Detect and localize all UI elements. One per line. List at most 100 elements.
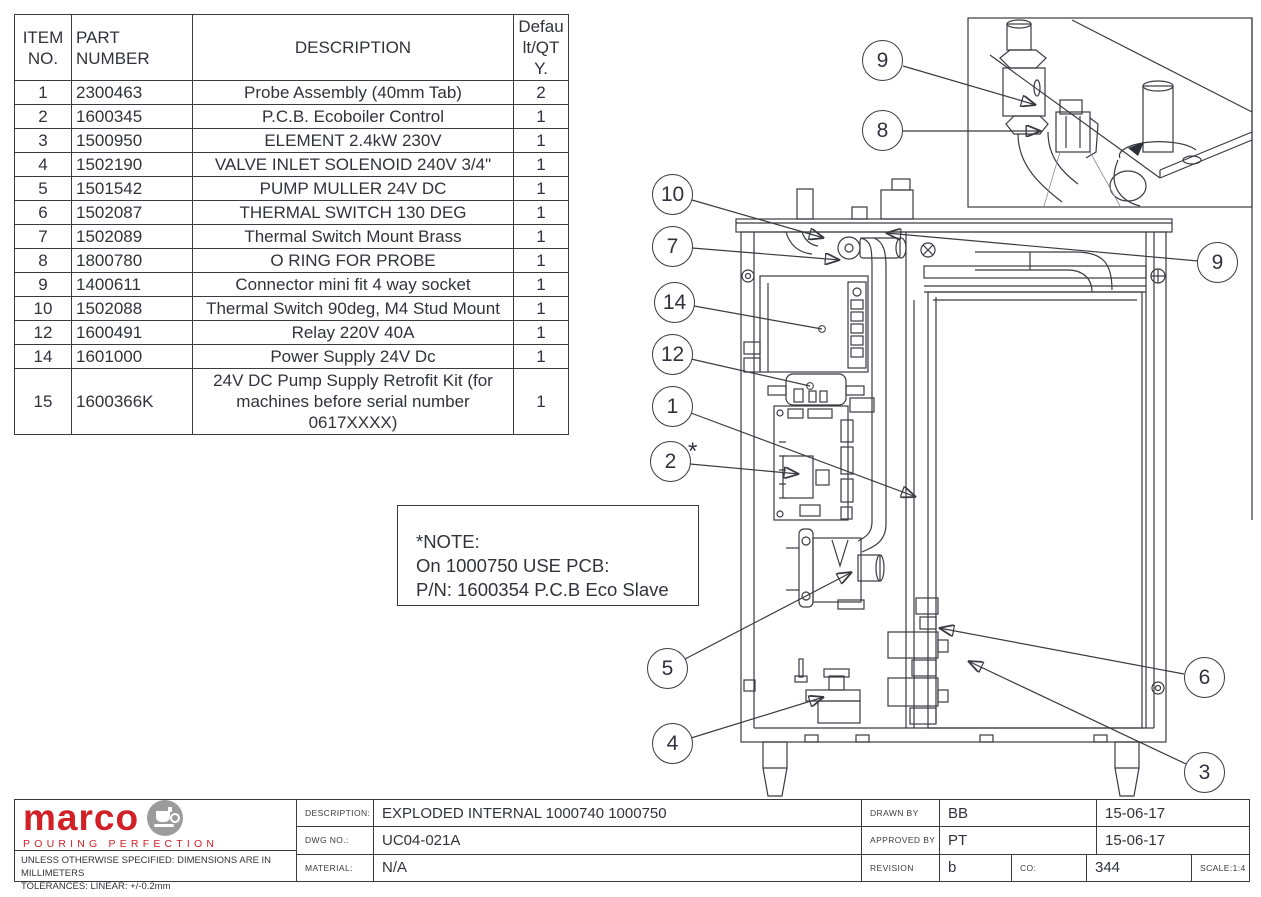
drawn-by-label: DRAWN BY bbox=[862, 800, 940, 827]
approved-by-value: PT bbox=[940, 827, 1097, 854]
mini-fit-connector-detail bbox=[1055, 99, 1099, 159]
leader-lines bbox=[684, 65, 1199, 765]
note-line-1: *NOTE: bbox=[416, 531, 480, 552]
material-label: MATERIAL: bbox=[297, 854, 374, 881]
table-cell-qty: 1 bbox=[513, 128, 569, 153]
note-line-2: On 1000750 USE PCB: bbox=[416, 555, 610, 576]
tolerance-line-1: UNLESS OTHERWISE SPECIFIED: DIMENSIONS A… bbox=[21, 855, 272, 879]
table-cell-qty: 1 bbox=[513, 200, 569, 225]
table-cell-part: 1502190 bbox=[71, 152, 193, 177]
table-cell-qty: 1 bbox=[513, 368, 569, 435]
thermal-switch-and-mount bbox=[785, 231, 907, 260]
table-cell-desc: THERMAL SWITCH 130 DEG bbox=[192, 200, 514, 225]
drawn-date: 15-06-17 bbox=[1105, 804, 1166, 822]
table-cell-desc: Probe Assembly (40mm Tab) bbox=[192, 80, 514, 105]
pcb-ecoboiler-control bbox=[773, 405, 854, 521]
power-supply bbox=[743, 275, 869, 373]
table-cell-item: 10 bbox=[14, 296, 72, 321]
callout-balloon-1: 1 bbox=[652, 386, 693, 427]
callout-balloon-9-inset: 9 bbox=[862, 40, 903, 81]
title-block-logo-section: marco POURING PERFECTION UNLESS OTHERWIS… bbox=[15, 799, 297, 892]
table-cell-part: 1400611 bbox=[71, 272, 193, 297]
table-cell-item: 6 bbox=[14, 200, 72, 225]
table-cell-part: 1501542 bbox=[71, 176, 193, 201]
table-cell-qty: 1 bbox=[513, 152, 569, 177]
callout-balloon-7: 7 bbox=[652, 226, 693, 267]
inlet-solenoid-valve bbox=[794, 658, 861, 724]
tolerance-line-2: TOLERANCES: LINEAR: +/-0.2mm bbox=[21, 881, 171, 892]
table-cell-part: 1502089 bbox=[71, 224, 193, 249]
callout-balloon-8: 8 bbox=[862, 110, 903, 151]
element-terminals bbox=[887, 597, 949, 725]
callout-2-asterisk: * bbox=[688, 438, 698, 465]
table-cell-part: 1600345 bbox=[71, 104, 193, 129]
callout-balloon-5: 5 bbox=[647, 648, 688, 689]
table-cell-qty: 1 bbox=[513, 224, 569, 249]
header-part-number: PART NUMBER bbox=[71, 14, 193, 81]
table-cell-desc: PUMP MULLER 24V DC bbox=[192, 176, 514, 201]
scale-label: SCALE:1:4 bbox=[1200, 862, 1246, 873]
table-cell-qty: 2 bbox=[513, 80, 569, 105]
boiler-tank bbox=[923, 251, 1147, 729]
co-label: CO: bbox=[1012, 854, 1087, 881]
table-cell-item: 4 bbox=[14, 152, 72, 177]
drawn-by-value: BB bbox=[940, 800, 1097, 827]
header-item-no: ITEM NO. bbox=[14, 14, 72, 81]
revision-label: REVISION bbox=[862, 854, 940, 881]
callout-balloon-4: 4 bbox=[652, 723, 693, 764]
material-value: N/A bbox=[374, 854, 862, 881]
table-cell-qty: 1 bbox=[513, 176, 569, 201]
note-box: *NOTE: On 1000750 USE PCB: P/N: 1600354 … bbox=[397, 505, 699, 606]
table-cell-qty: 1 bbox=[513, 344, 569, 369]
top-probes bbox=[796, 178, 914, 220]
callout-balloon-9-right: 9 bbox=[1197, 242, 1238, 283]
callout-balloon-14: 14 bbox=[654, 282, 695, 323]
table-cell-desc: Relay 220V 40A bbox=[192, 320, 514, 345]
table-cell-desc: Connector mini fit 4 way socket bbox=[192, 272, 514, 297]
table-cell-part: 1500950 bbox=[71, 128, 193, 153]
dwg-no-value: UC04-021A bbox=[374, 827, 862, 854]
probe-assembly-detail bbox=[999, 19, 1079, 203]
inset-detail-view bbox=[967, 17, 1253, 520]
table-cell-part: 2300463 bbox=[71, 80, 193, 105]
table-cell-item: 1 bbox=[14, 80, 72, 105]
callout-balloon-10: 10 bbox=[652, 174, 693, 215]
approved-by-label: APPROVED BY bbox=[862, 827, 940, 854]
title-block: marco POURING PERFECTION UNLESS OTHERWIS… bbox=[14, 799, 1250, 892]
note-line-3: P/N: 1600354 P.C.B Eco Slave bbox=[416, 579, 669, 600]
header-description: DESCRIPTION bbox=[192, 14, 514, 81]
table-cell-desc: Thermal Switch Mount Brass bbox=[192, 224, 514, 249]
table-cell-desc: P.C.B. Ecoboiler Control bbox=[192, 104, 514, 129]
table-cell-qty: 1 bbox=[513, 272, 569, 297]
description-label: DESCRIPTION: bbox=[297, 800, 374, 827]
table-cell-item: 2 bbox=[14, 104, 72, 129]
table-cell-item: 3 bbox=[14, 128, 72, 153]
table-cell-desc: Power Supply 24V Dc bbox=[192, 344, 514, 369]
header-default-qty: Default/QTY. bbox=[513, 14, 569, 81]
pump-muller bbox=[786, 528, 885, 610]
callout-balloon-3: 3 bbox=[1184, 752, 1225, 793]
parts-table: ITEM NO. PART NUMBER DESCRIPTION Default… bbox=[14, 14, 569, 435]
table-cell-part: 1800780 bbox=[71, 248, 193, 273]
approved-date: 15-06-17 bbox=[1105, 831, 1166, 849]
table-cell-desc: Thermal Switch 90deg, M4 Stud Mount bbox=[192, 296, 514, 321]
relay bbox=[767, 373, 865, 406]
table-cell-desc: VALVE INLET SOLENOID 240V 3/4" bbox=[192, 152, 514, 177]
table-cell-part: 1600366K bbox=[71, 368, 193, 435]
callout-balloon-6: 6 bbox=[1184, 657, 1225, 698]
outlet-tube-detail bbox=[1109, 80, 1197, 207]
table-cell-item: 7 bbox=[14, 224, 72, 249]
table-cell-item: 9 bbox=[14, 272, 72, 297]
table-cell-desc: ELEMENT 2.4kW 230V bbox=[192, 128, 514, 153]
